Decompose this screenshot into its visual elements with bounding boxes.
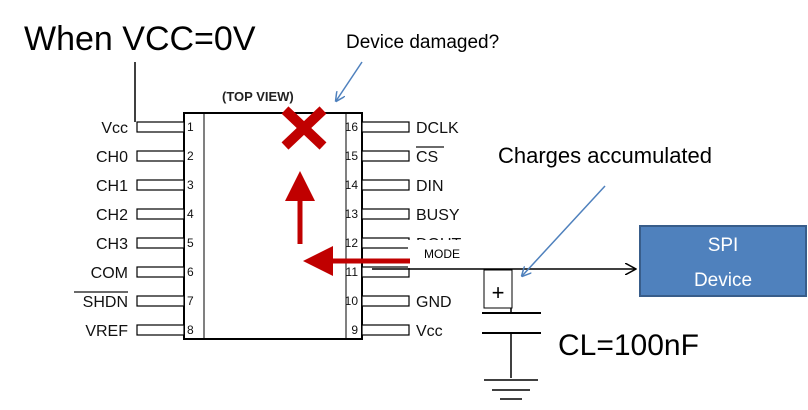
chip-top-view-label: (TOP VIEW): [222, 89, 294, 104]
pin-label: DCLK: [416, 120, 459, 137]
pin-label: SHDN: [83, 294, 128, 311]
pin-lead: [136, 237, 185, 249]
right-pin: 10 GND: [345, 294, 452, 311]
pin-lead: [361, 208, 410, 220]
pin-number: 7: [187, 294, 194, 308]
pin-lead: [361, 266, 410, 278]
mode-label: MODE: [424, 247, 460, 261]
pin-number: 14: [345, 178, 359, 192]
pin-number: 16: [345, 120, 359, 134]
capacitor-value-label: CL=100nF: [558, 329, 699, 362]
pin-lead: [361, 324, 410, 336]
pin-number: 1: [187, 120, 194, 134]
pin-label: COM: [91, 265, 128, 282]
pin-lead: [136, 179, 185, 191]
pin-label: Vcc: [101, 120, 128, 137]
pin-lead: [136, 208, 185, 220]
pin-number: 6: [187, 265, 194, 279]
pin-number: 12: [345, 236, 359, 250]
right-pin: 11: [346, 265, 410, 279]
pin-lead: [136, 295, 185, 307]
pin-label: CS: [416, 149, 438, 166]
pin-number: 4: [187, 207, 194, 221]
left-pin-group: 1 Vcc 2 CH0 3 CH1 4 CH2 5 CH3 6 COM 7 SHDN 8 VREF: [74, 120, 194, 340]
capacitor-plus-sign: +: [492, 280, 505, 305]
spi-device-label-line1: SPI: [708, 235, 739, 256]
charges-accumulated-callout: Charges accumulated: [498, 143, 712, 168]
spi-device-label-line2: Device: [694, 270, 752, 291]
pin-label: Vcc: [416, 323, 443, 340]
left-pin: 7 SHDN: [74, 291, 194, 311]
pin-number: 13: [345, 207, 359, 221]
spi-device-box: [639, 225, 807, 297]
pin-number: 3: [187, 178, 194, 192]
pin-label: DIN: [416, 178, 444, 195]
left-pin: 5 CH3: [96, 236, 194, 253]
pin-number: 15: [345, 149, 359, 163]
pin-label: BUSY: [416, 207, 460, 224]
pin-label: CH2: [96, 207, 128, 224]
pin-number: 2: [187, 149, 194, 163]
damaged-callout-arrow: [336, 61, 363, 101]
pin-lead: [136, 324, 185, 336]
right-pin: 16 DCLK: [345, 120, 459, 137]
left-pin: 3 CH1: [96, 178, 194, 195]
pin-lead: [361, 150, 410, 162]
pin-lead: [361, 295, 410, 307]
left-pin: 6 COM: [91, 265, 194, 282]
left-pin: 1 Vcc: [101, 120, 194, 137]
mode-label-box: [408, 240, 476, 268]
diagram-title: When VCC=0V: [24, 20, 256, 58]
chip-body: [183, 112, 363, 340]
right-pin: 9 Vcc: [351, 323, 442, 340]
left-pin: 2 CH0: [96, 149, 194, 166]
pin-lead: [361, 179, 410, 191]
x-cross-icon: [281, 106, 327, 150]
right-pin: 13 BUSY: [345, 207, 460, 224]
pin-lead: [361, 121, 410, 133]
pin-label: CH0: [96, 149, 128, 166]
pin-lead: [361, 237, 410, 249]
pin-number: 5: [187, 236, 194, 250]
charges-callout-arrow: [522, 185, 606, 276]
left-pin: 4 CH2: [96, 207, 194, 224]
pin-label: CH3: [96, 236, 128, 253]
ground-icon: [484, 379, 538, 400]
pin-label: VREF: [85, 323, 128, 340]
pin-lead: [136, 266, 185, 278]
pin-number: 11: [346, 265, 359, 279]
pin-label: CH1: [96, 178, 128, 195]
pin-label: GND: [416, 294, 452, 311]
pin-number: 10: [345, 294, 359, 308]
pin-number: 9: [351, 323, 358, 337]
left-pin: 8 VREF: [85, 323, 194, 340]
capacitor-plus-box: [483, 269, 513, 309]
right-pin: 15 CS: [345, 146, 444, 166]
pin-lead: [136, 121, 185, 133]
pin-number: 8: [187, 323, 194, 337]
right-pin: 14 DIN: [345, 178, 444, 195]
pin-lead: [136, 150, 185, 162]
device-damaged-callout: Device damaged?: [346, 32, 499, 53]
